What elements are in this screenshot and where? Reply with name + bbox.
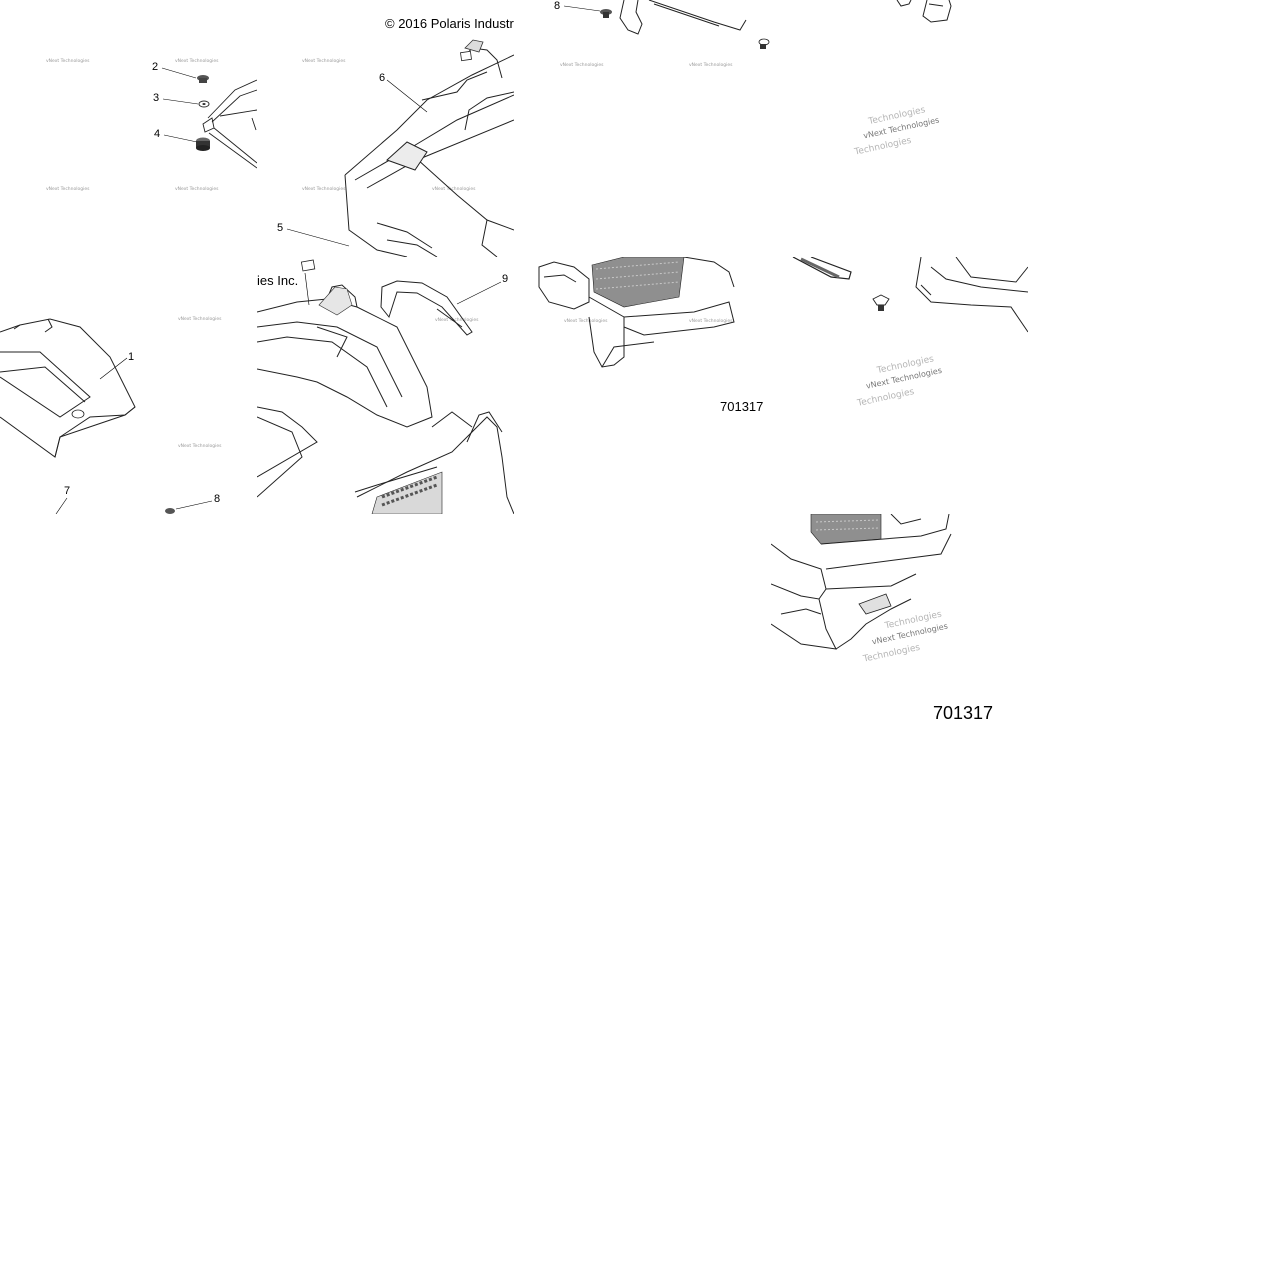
diagram-tile-top-left: vNext Technologies vNext Technologies vN… [0,0,257,257]
vent-body [318,286,353,316]
callout-8: 8 [214,493,220,505]
grommet-part [196,137,210,151]
screw-part [758,38,770,49]
watermark: vNext Technologies [178,443,222,449]
copyright-text: © 2016 Polaris Industri [385,16,514,31]
diagram-tile-middle-left: vNext Technologies vNext Technologies 1 … [0,257,257,514]
fender-detail-drawing: Technologies vNext Technologies Technolo… [853,0,952,158]
watermark: vNext Technologies [46,186,90,192]
fastener-detail-drawing: vNext Technologies vNext Technologies vN… [46,58,257,192]
watermark-large: Technologies vNext Technologies Technolo… [861,610,948,665]
callout-7: 7 [64,485,70,497]
callout-6: 6 [379,72,385,84]
push-rivet-part [197,75,209,83]
watermark: vNext Technologies [560,62,604,68]
diagram-tile-top-middle: © 2016 Polaris Industri vNext Technologi… [257,0,514,257]
grille [591,257,685,308]
watermark: vNext Technologies [302,58,346,64]
callout-5: 5 [277,222,283,234]
watermark: vNext Technologies [564,318,608,324]
svg-text:Technologies: Technologies [856,387,916,409]
fender-vent [464,39,484,53]
svg-text:Technologies: Technologies [853,136,913,158]
callout-9: 9 [502,273,508,285]
bumper-body [771,514,952,650]
callout-8: 8 [554,0,560,12]
grille [810,514,882,545]
screw-part [600,9,612,18]
watermark: vNext Technologies [432,186,476,192]
diagram-tile-top-far-right: Technologies vNext Technologies Technolo… [771,0,1028,257]
fender-flare-drawing: vNext Technologies vNext Technologies 8 [554,0,770,68]
watermark: vNext Technologies [175,58,219,64]
fender-body [257,284,433,498]
watermark-large: Technologies vNext Technologies Technolo… [853,105,940,158]
watermark-large: Technologies vNext Technologies Technolo… [856,354,943,409]
svg-text:Technologies: Technologies [861,643,921,665]
access-port [71,409,85,419]
rack-cover [0,318,136,458]
watermark: vNext Technologies [302,186,346,192]
diagram-tile-bottom-far-right: 701317 Technologies vNext Technologies T… [771,514,1028,771]
screw-part [165,508,175,514]
diagram-tile-middle-center: ies Inc. vNext Technologies 9 [257,257,514,514]
flare-drawing [619,0,747,35]
washer-part [198,100,210,108]
watermark: vNext Technologies [689,318,733,324]
watermark: vNext Technologies [435,317,479,323]
watermark: vNext Technologies [689,62,733,68]
vent-cap-part [460,50,472,62]
figure-number-large: 701317 [933,703,994,723]
figure-number-small: 701317 [720,399,764,414]
diagram-tile-middle-far-right: Technologies vNext Technologies Technolo… [771,257,1028,514]
watermark: vNext Technologies [175,186,219,192]
watermark: vNext Technologies [46,58,90,64]
callout-2: 2 [152,61,158,73]
vent-cap-part [300,259,316,306]
copyright-fragment: ies Inc. [257,273,299,288]
diagram-tile-middle-right: 701317 vNext Technologies vNext Technolo… [514,257,771,514]
bumper-corner-drawing: Technologies vNext Technologies Technolo… [792,257,1028,409]
bumper-corner [915,257,1028,333]
tow-hook [858,593,892,615]
bracket-drawing [202,79,257,169]
rear-rack-drawing: vNext Technologies vNext Technologies 1 … [0,316,222,514]
front-bumper-partial [354,411,514,514]
side-flare [380,280,473,336]
fender-body [344,47,514,257]
diagram-tile-top-right: vNext Technologies vNext Technologies 8 [514,0,771,257]
bumper-body [538,257,735,368]
fender-assembly-drawing: vNext Technologies 9 [257,259,514,514]
grille [371,471,443,514]
front-bumper-closeup-drawing: Technologies vNext Technologies Technolo… [771,514,952,665]
rear-fender-drawing: vNext Technologies vNext Technologies vN… [277,39,514,257]
fender-bracket [896,0,952,23]
watermark: vNext Technologies [178,316,222,322]
front-bumper-drawing: vNext Technologies vNext Technologies [538,257,735,368]
trim-strip [792,257,852,280]
callout-1: 1 [128,351,134,363]
screw-part [872,294,890,311]
callout-4: 4 [154,128,160,140]
callout-3: 3 [153,92,159,104]
